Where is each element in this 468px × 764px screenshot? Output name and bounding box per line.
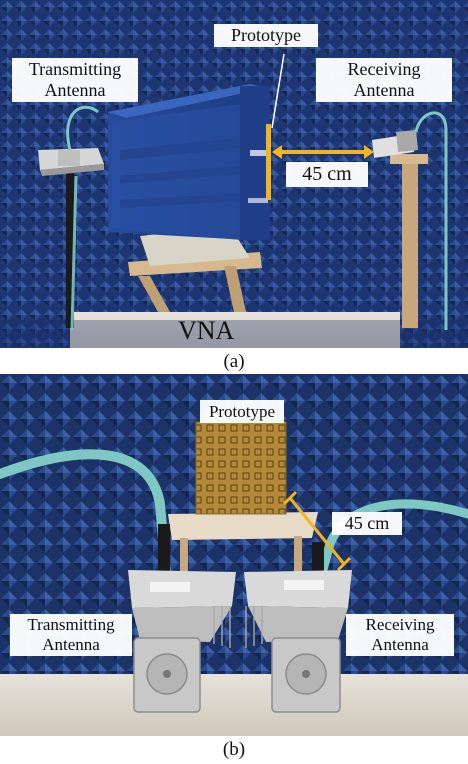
receiving-label-line2: Antenna <box>353 80 415 100</box>
receiving-antenna-label-a: Receiving Antenna <box>316 58 452 102</box>
distance-label-a: 45 cm <box>286 162 368 187</box>
chamber-photo-a <box>0 0 468 348</box>
left-transmitting-antenna <box>38 105 104 331</box>
transmitting-antenna-label-b: Transmitting Antenna <box>10 614 132 656</box>
left-cable <box>0 449 171 579</box>
right-receiving-antenna <box>372 111 448 330</box>
right-cable <box>313 499 468 593</box>
transmitting-horn-b <box>128 570 236 713</box>
receiving-antenna-label-b: Receiving Antenna <box>346 614 454 656</box>
table-b <box>0 674 468 736</box>
prototype-label-a: Prototype <box>214 24 318 47</box>
transmitting-antenna-label-a: Transmitting Antenna <box>12 58 138 102</box>
receiving-label-line1: Receiving <box>347 59 421 79</box>
transmitting-label-b-line2: Antenna <box>42 635 100 654</box>
prototype-label-b: Prototype <box>200 400 284 423</box>
horn-ridges <box>213 606 263 648</box>
transmitting-label-b-line1: Transmitting <box>27 615 115 634</box>
distance-label-b: 45 cm <box>332 512 402 535</box>
large-horn-antenna <box>108 84 270 240</box>
receiving-horn-b <box>244 570 352 713</box>
photo-panel-b <box>0 374 468 736</box>
receiving-label-b-line1: Receiving <box>365 615 435 634</box>
vna-label: VNA <box>178 316 235 345</box>
distance-arrow-a <box>272 145 374 159</box>
prototype-mount <box>168 512 318 540</box>
transmitting-label-line1: Transmitting <box>28 59 122 79</box>
caption-b: (b) <box>222 739 246 760</box>
receiving-label-b-line2: Antenna <box>371 635 429 654</box>
chamber-photo-b <box>0 374 468 736</box>
prototype-board <box>195 421 287 515</box>
photo-panel-a: Transmitting Antenna Receiving Antenna P… <box>0 0 468 348</box>
prototype-edge-marker <box>266 124 271 200</box>
prototype-pointer <box>271 53 285 129</box>
distance-arrow-b <box>282 490 352 572</box>
transmitting-label-line2: Antenna <box>44 80 106 100</box>
vna-table <box>70 312 400 348</box>
caption-a: (a) <box>223 351 245 372</box>
